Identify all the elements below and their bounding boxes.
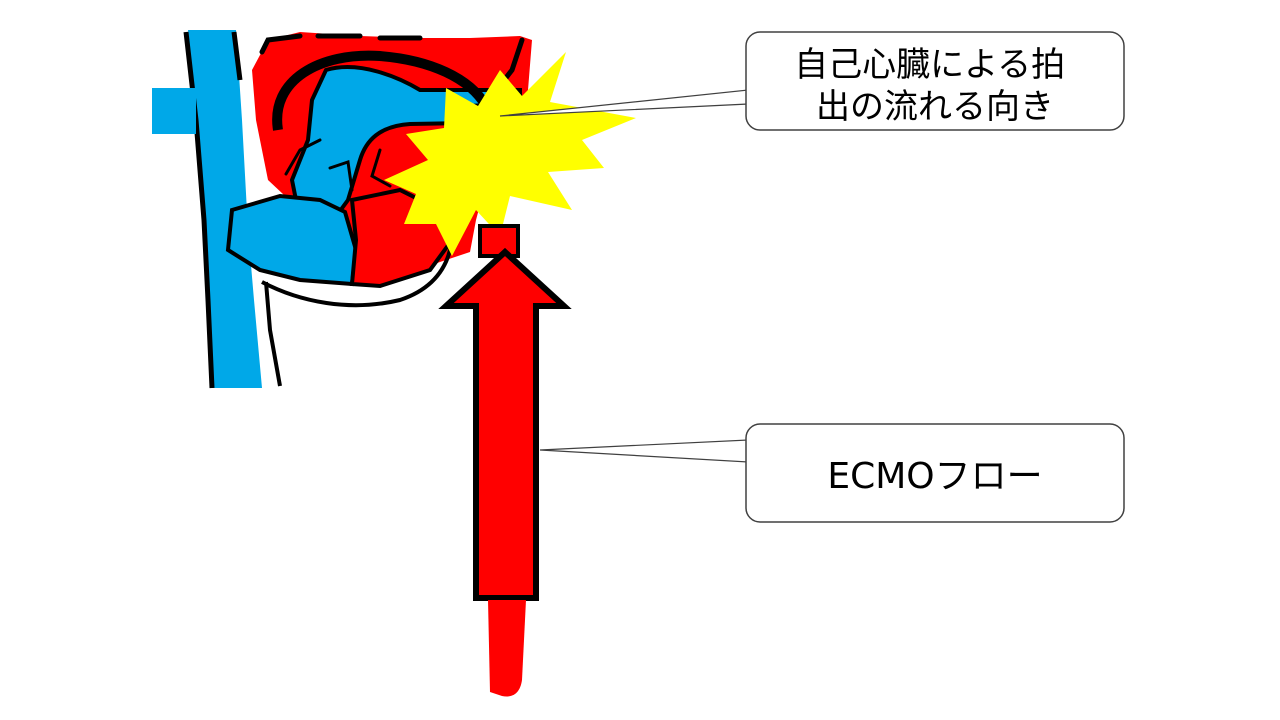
pericardium-lower — [264, 281, 282, 387]
left-vessel-stub — [152, 88, 196, 134]
cannula-tail — [488, 600, 526, 697]
pericardium-outline — [261, 239, 454, 308]
callout-ecmo-flow: ECMOフロー — [539, 423, 1125, 523]
collision-burst — [384, 52, 636, 256]
vena-cava-outline-right — [231, 31, 243, 81]
svg-text:自己心臓による拍 出の流れる向き: 自己心臓による拍 出の流れる向き — [794, 45, 1076, 127]
aorta-stub — [478, 224, 520, 258]
heart-illustration — [152, 30, 532, 389]
callout-heart-ejection: 自己心臓による拍 出の流れる向き — [499, 31, 1125, 131]
callout-heart-ejection-line-1: 自己心臓による拍 — [794, 45, 1065, 85]
vena-cava — [188, 30, 262, 388]
ecmo-arrow-body — [438, 247, 572, 601]
callout-ecmo-flow-box — [745, 423, 1125, 523]
callout-ecmo-flow-pointer — [539, 439, 749, 463]
native-ejection-arc — [272, 50, 491, 131]
ecmo-flow-arrow — [438, 224, 572, 697]
aortic-arch-outline-top — [259, 33, 423, 55]
callout-heart-ejection-line-2: 出の流れる向き — [816, 87, 1054, 127]
callout-heart-ejection-box — [745, 31, 1125, 131]
callout-ecmo-flow-label: ECMOフロー — [827, 456, 1042, 497]
coronary-lines — [284, 138, 392, 192]
